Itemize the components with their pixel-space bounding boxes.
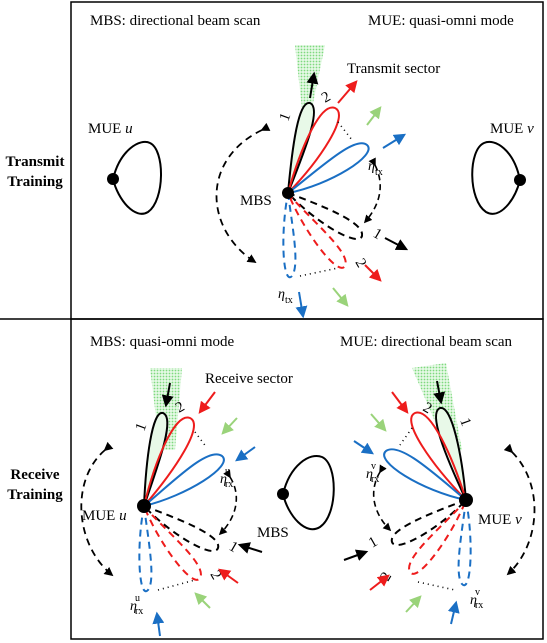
receive-v-beam-lower-n xyxy=(457,499,472,587)
transmit-dots-lower xyxy=(299,267,339,277)
transmit-beam-number-lower-1: 1 xyxy=(370,226,384,244)
receive-u-arrow-green-lower xyxy=(194,592,211,609)
receive-u-sweep-arrow xyxy=(218,469,238,536)
receive-u-arrow-green-upper xyxy=(221,417,238,435)
receive-v-beam-lower-1 xyxy=(390,499,467,546)
transmit-arrow-n xyxy=(382,133,407,149)
receive-u-beam-lower-1 xyxy=(143,505,220,552)
transmit-mbs-label: MBS xyxy=(240,193,272,209)
transmit-beam-number-lower-2: 2 xyxy=(352,256,370,270)
receive-sector-label: Receive sector xyxy=(205,371,293,387)
receive-v-arrow-lower-1 xyxy=(343,549,369,561)
receive-v-sweep-arrow xyxy=(372,464,392,532)
receive-mbs-omni-pattern xyxy=(281,454,335,530)
receive-panel-frame xyxy=(70,318,544,640)
transmit-beam-lower-1 xyxy=(287,192,364,240)
transmit-beam-n xyxy=(287,142,370,194)
transmit-sweep-arrow xyxy=(363,157,381,224)
receive-v-dots-upper xyxy=(399,427,413,446)
receive-v-scan-arrow xyxy=(503,443,536,576)
receive-v-arrow-2 xyxy=(391,391,409,414)
receive-v-dots-lower xyxy=(417,581,456,591)
transmit-beam-2 xyxy=(287,106,340,194)
receive-mbs-mode: MBS: quasi-omni mode xyxy=(90,334,235,350)
receive-mbs-node xyxy=(277,488,289,500)
transmit-sector-label: Transmit sector xyxy=(347,61,440,77)
receive-u-scan-arrow xyxy=(80,441,114,577)
receive-u-beam-number-lower-1: 1 xyxy=(226,539,240,557)
receive-u-arrow-2 xyxy=(198,391,216,414)
receive-mbs-label: MBS xyxy=(257,525,289,541)
receive-u-beam-number-1: 1 xyxy=(133,421,151,434)
receive-v-arrow-green-lower xyxy=(405,595,422,613)
receive-v-arrow-lower-2 xyxy=(369,574,390,591)
receive-mue-mode: MUE: directional beam scan xyxy=(340,334,513,350)
transmit-arrow-lower-1 xyxy=(384,237,409,251)
transmit-row-label-line2: Training xyxy=(7,174,63,190)
transmit-mue-mode: MUE: quasi-omni mode xyxy=(368,13,514,29)
transmit-dots-upper xyxy=(337,121,353,141)
receive-mue-v-label: MUE v xyxy=(478,512,522,528)
receive-u-beam-lower-n xyxy=(138,505,153,593)
transmit-beam-number-1: 1 xyxy=(277,111,295,124)
receive-u-dots-lower xyxy=(157,579,196,591)
transmit-mbs-node xyxy=(282,187,294,199)
receive-u-beam-2 xyxy=(143,416,195,507)
receive-v-arrow-n xyxy=(353,440,374,455)
transmit-arrow-1 xyxy=(306,71,319,99)
transmit-beam-lower-n xyxy=(282,192,297,279)
receive-u-arrow-1 xyxy=(161,382,174,408)
receive-mue-u-label: MUE u xyxy=(82,508,127,524)
transmit-eta-upper: ηtx xyxy=(368,159,383,178)
receive-u-dots-upper xyxy=(194,431,208,449)
receive-v-arrow-1 xyxy=(433,380,446,405)
transmit-mue-v-node xyxy=(514,174,526,186)
receive-row-label-line1: Receive xyxy=(10,467,59,483)
receive-row-label-line2: Training xyxy=(7,487,63,503)
transmit-beam-number-2: 2 xyxy=(319,89,333,107)
transmit-arrow-lower-n xyxy=(295,291,308,319)
receive-v-beam-number-1: 1 xyxy=(456,416,474,429)
transmit-arrow-green-upper xyxy=(366,106,382,126)
receive-v-arrow-green-upper xyxy=(370,413,387,432)
transmit-mue-v-omni-pattern xyxy=(471,140,522,215)
transmit-mue-v-label: MUE v xyxy=(490,121,534,137)
receive-u-arrow-n xyxy=(235,446,256,462)
receive-v-arrow-lower-n xyxy=(447,600,460,625)
receive-u-arrow-lower-2 xyxy=(218,568,239,584)
transmit-mue-u-omni-pattern xyxy=(111,140,162,215)
transmit-mue-u-label: MUE u xyxy=(88,121,133,137)
transmit-arrow-lower-2 xyxy=(364,264,382,282)
receive-v-beam-n xyxy=(383,448,467,501)
receive-v-beam-number-lower-1: 1 xyxy=(366,534,380,552)
transmit-arrow-green-lower xyxy=(332,287,349,307)
receive-u-arrow-lower-n xyxy=(152,611,165,637)
transmit-arrow-2 xyxy=(337,80,358,104)
receive-u-beam-n xyxy=(143,453,225,507)
transmit-mue-u-node xyxy=(107,173,119,185)
transmit-eta-lower: ηtx xyxy=(278,287,293,306)
receive-u-arrow-lower-1 xyxy=(237,542,263,554)
receive-v-beam-2 xyxy=(410,411,467,501)
receive-mue-u-node xyxy=(137,499,151,513)
transmit-mbs-mode: MBS: directional beam scan xyxy=(90,13,261,29)
receive-mue-v-node xyxy=(459,493,473,507)
transmit-row-label-line1: Transmit xyxy=(6,154,65,170)
